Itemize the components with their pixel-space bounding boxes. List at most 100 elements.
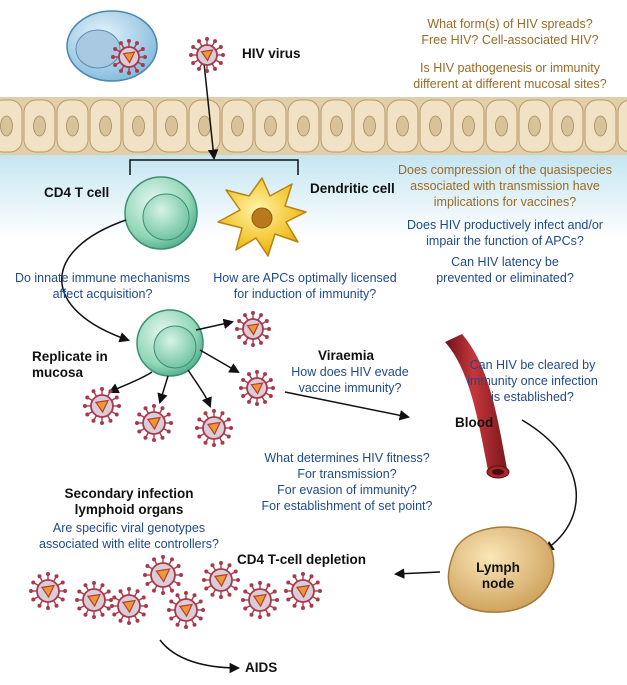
question-line: What determines HIV fitness?: [264, 451, 430, 465]
question-line: immunity once infection: [467, 374, 598, 388]
hiv-virion-icon: [143, 555, 183, 595]
question-line: different at different mucosal sites?: [413, 77, 607, 91]
hiv-virions: [29, 37, 322, 629]
hiv-virion-icon: [75, 581, 113, 619]
label-line: mucosa: [32, 365, 84, 380]
question-line: Is HIV pathogenesis or immunity: [420, 61, 600, 75]
label-cd4-depletion: CD4 T-cell depletion: [237, 552, 367, 567]
question-line: for induction of immunity?: [233, 287, 377, 301]
epithelium-layer: [0, 97, 627, 155]
label-hiv-virus: HIV virus: [242, 46, 301, 61]
question-line: implications for vaccines?: [433, 195, 577, 209]
question-line: For establishment of set point?: [261, 499, 433, 513]
question-innate: Do innate immune mechanisms affect acqui…: [10, 270, 195, 302]
epithelial-cell: [617, 99, 627, 153]
question-line: For evasion of immunity?: [277, 483, 417, 497]
epithelial-cell: [287, 99, 320, 153]
question-line: prevented or eliminated?: [436, 271, 574, 285]
label-line: Lymph: [476, 560, 520, 575]
hiv-virion-icon: [29, 572, 67, 610]
aids-arrow: [159, 639, 241, 674]
dendritic-cell-icon: [217, 177, 307, 257]
hiv-virion-icon: [235, 311, 271, 347]
question-line: Does compression of the quasispecies: [397, 163, 612, 177]
question-genotypes: Are specific viral genotypes associated …: [24, 520, 234, 552]
question-apc-infect: Does HIV productively infect and/or impa…: [385, 217, 625, 249]
question-line: How are APCs optimally licensed: [213, 271, 397, 285]
infected-cell-icon: [66, 10, 158, 82]
question-apc-license: How are APCs optimally licensed for indu…: [210, 270, 400, 302]
lymph-node-icon: [447, 526, 555, 613]
label-line: Secondary infection: [64, 486, 194, 501]
hiv-virion-icon: [284, 572, 322, 610]
epithelial-cell: [419, 99, 452, 153]
infection-arrow: [61, 219, 130, 343]
question-line: What form(s) of HIV spreads?: [427, 17, 593, 31]
epithelial-cell: [518, 99, 551, 153]
question-cleared: Can HIV be cleared by immunity once infe…: [450, 357, 615, 405]
viraemia-arrow: [284, 391, 411, 421]
question-fitness: What determines HIV fitness? For transmi…: [252, 450, 442, 514]
epithelial-cell: [386, 99, 419, 153]
hiv-virion-icon: [110, 587, 148, 625]
hiv-virion-icon: [111, 39, 147, 75]
question-latency: Can HIV latency be prevented or eliminat…: [385, 254, 625, 286]
label-secondary-infection: Secondary infection lymphoid organs: [44, 486, 214, 518]
hiv-virion-icon: [189, 37, 225, 73]
virus-release-arrows: [108, 318, 240, 408]
epithelial-cell: [221, 99, 254, 153]
cd4-t-cell-icon: [124, 176, 198, 250]
epithelial-cell: [155, 99, 188, 153]
epithelial-cell: [89, 99, 122, 153]
epithelial-cell: [0, 99, 23, 153]
hiv-virion-icon: [83, 387, 121, 425]
question-line: affect acquisition?: [52, 287, 153, 301]
replicating-t-cell-icon: [136, 309, 204, 377]
question-line: Are specific viral genotypes: [52, 521, 206, 535]
hiv-virion-icon: [167, 591, 205, 629]
question-line: vaccine immunity?: [298, 381, 402, 395]
blood-to-lymph-arrow: [521, 419, 578, 552]
label-viraemia: Viraemia: [318, 348, 375, 363]
question-line: Do innate immune mechanisms: [14, 271, 191, 285]
question-line: For transmission?: [297, 467, 397, 481]
label-line: Replicate in: [32, 349, 108, 364]
epithelial-cell: [23, 99, 56, 153]
question-line: impair the function of APCs?: [426, 234, 584, 248]
label-replicate-in-mucosa: Replicate in mucosa: [32, 349, 108, 381]
epithelial-cell: [188, 99, 221, 153]
submucosa-background: [0, 148, 627, 238]
label-dendritic-cell: Dendritic cell: [310, 181, 395, 196]
question-line: Can HIV latency be: [451, 255, 559, 269]
hiv-virion-icon: [135, 404, 173, 442]
epithelial-cell: [584, 99, 617, 153]
question-line: Does HIV productively infect and/or: [407, 218, 603, 232]
hiv-virion-icon: [239, 370, 275, 406]
question-quasispecies: Does compression of the quasispecies ass…: [385, 162, 625, 210]
label-cd4-t-cell: CD4 T cell: [44, 185, 110, 200]
epithelial-cell: [485, 99, 518, 153]
label-line: lymphoid organs: [74, 502, 184, 517]
label-aids: AIDS: [245, 660, 278, 675]
epithelial-cell: [56, 99, 89, 153]
epithelial-cell: [320, 99, 353, 153]
hiv-virion-icon: [241, 581, 279, 619]
epithelial-cell: [353, 99, 386, 153]
lymph-to-depletion-arrow: [393, 568, 441, 579]
label-blood: Blood: [455, 415, 494, 430]
question-line: associated with elite controllers?: [39, 537, 219, 551]
hiv-virion-icon: [195, 409, 233, 447]
question-mucosal: Is HIV pathogenesis or immunity differen…: [390, 60, 627, 92]
question-evade: How does HIV evade vaccine immunity?: [285, 364, 415, 396]
epithelial-cell: [254, 99, 287, 153]
epithelial-cell: [452, 99, 485, 153]
epithelial-cell: [551, 99, 584, 153]
question-line: Can HIV be cleared by: [469, 358, 596, 372]
epithelial-cell: [122, 99, 155, 153]
label-line: node: [481, 576, 515, 591]
hiv-virion-icon: [202, 561, 240, 599]
blood-vessel-icon: [445, 334, 510, 479]
entry-arrow: [203, 62, 219, 161]
